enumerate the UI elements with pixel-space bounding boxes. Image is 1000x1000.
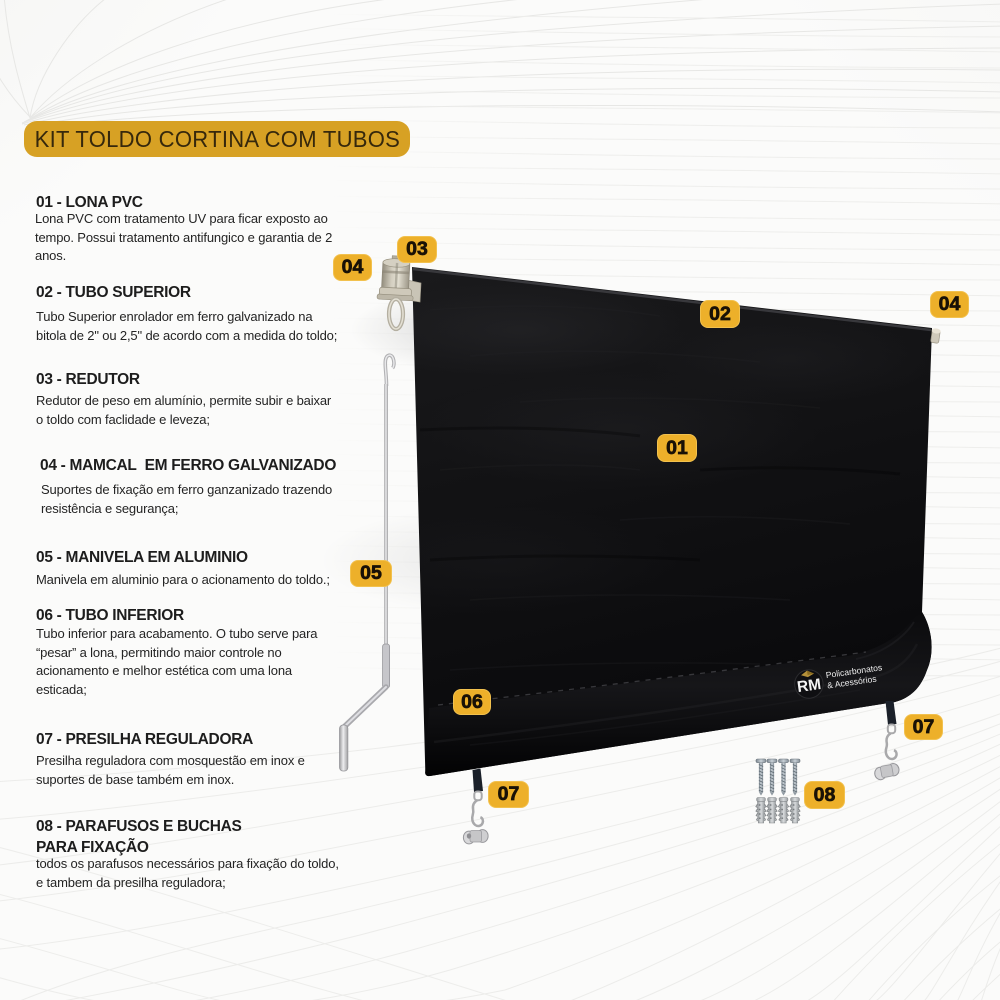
svg-text:RM: RM <box>796 676 822 696</box>
